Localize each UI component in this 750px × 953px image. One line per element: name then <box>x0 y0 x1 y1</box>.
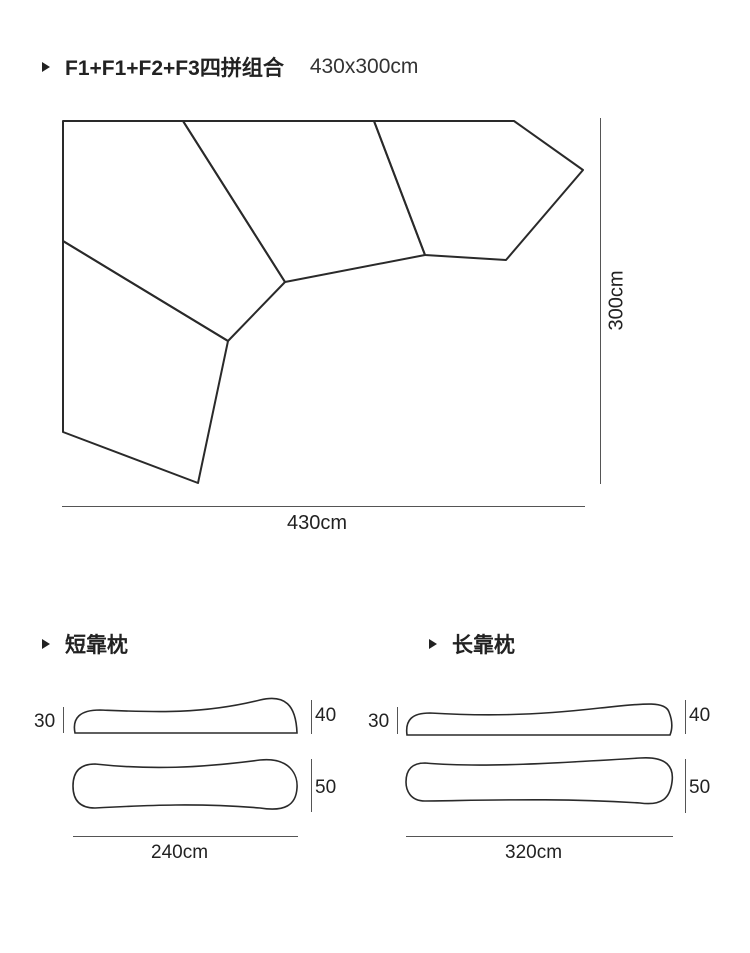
short-pillow-left-height: 30 <box>34 711 56 732</box>
sofa-module-top-right <box>373 120 584 261</box>
width-dimension-line <box>62 506 585 507</box>
long-pillow-right-height-line <box>685 700 686 734</box>
short-pillow-title: 短靠枕 <box>65 634 128 657</box>
short-pillow-heading: 短靠枕 <box>42 629 128 659</box>
short-pillow-left-height-line <box>63 707 64 733</box>
short-pillow-right-height: 40 <box>315 705 337 726</box>
sofa-module-bottom-left <box>62 240 229 484</box>
short-pillow-depth-line <box>311 759 312 812</box>
short-pillow-depth: 50 <box>315 777 337 798</box>
triangle-bullet-icon <box>42 62 50 72</box>
short-pillow-right-height-line <box>311 700 312 734</box>
main-section-size: 430x300cm <box>309 55 419 78</box>
triangle-bullet-icon <box>42 639 50 649</box>
short-pillow-top-shape <box>72 759 298 810</box>
long-pillow-side-shape <box>405 703 673 736</box>
long-pillow-heading: 长靠枕 <box>429 629 515 659</box>
short-pillow-length: 240cm <box>151 842 209 863</box>
long-pillow-top-shape <box>405 757 674 805</box>
main-section-heading: F1+F1+F2+F3四拼组合 430x300cm <box>42 52 418 82</box>
width-dimension-label: 430cm <box>287 512 348 534</box>
long-pillow-right-height: 40 <box>689 705 711 726</box>
main-section-title: F1+F1+F2+F3四拼组合 <box>65 57 284 80</box>
long-pillow-length: 320cm <box>505 842 563 863</box>
long-pillow-depth-line <box>685 759 686 813</box>
sofa-module-top-left <box>62 120 286 342</box>
long-pillow-title: 长靠枕 <box>452 634 515 657</box>
long-pillow-depth: 50 <box>689 777 711 798</box>
height-dimension-label: 300cm <box>605 270 628 331</box>
long-pillow-left-height: 30 <box>368 711 390 732</box>
short-pillow-side-shape <box>73 697 298 734</box>
long-pillow-length-line <box>406 836 673 837</box>
short-pillow-length-line <box>73 836 298 837</box>
height-dimension-line <box>600 118 601 484</box>
sofa-module-top-middle <box>182 120 426 283</box>
triangle-bullet-icon <box>429 639 437 649</box>
long-pillow-left-height-line <box>397 707 398 734</box>
